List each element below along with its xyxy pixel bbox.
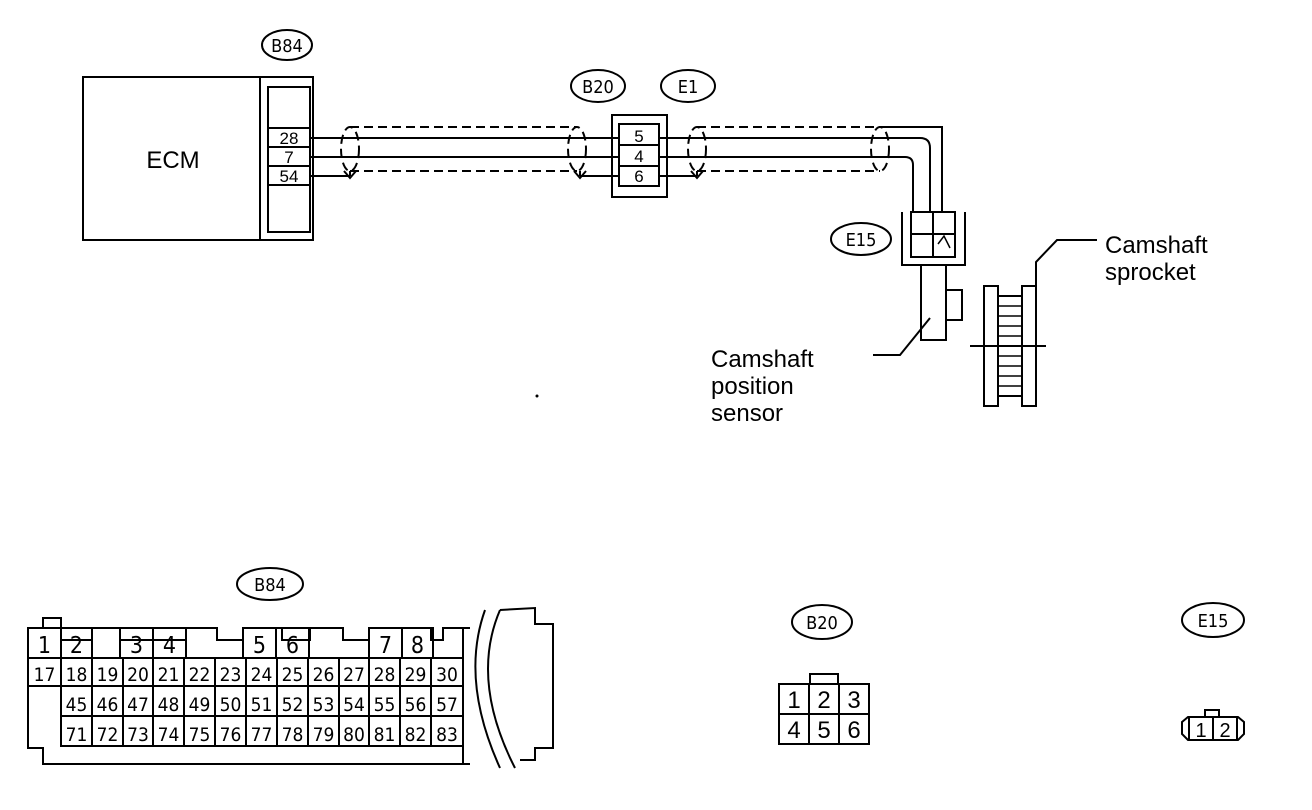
b84-pin-83: 83 (436, 724, 458, 746)
b84-pin-47: 47 (127, 694, 149, 716)
b84-pin-79: 79 (313, 724, 335, 746)
b84-cell-frame (430, 715, 464, 747)
b20-face-pin-5: 5 (817, 717, 830, 744)
b84-pin-74: 74 (158, 724, 180, 746)
b20-face-pin-2: 2 (817, 687, 830, 714)
svg-text:position: position (711, 373, 794, 400)
b84-pin-5: 5 (253, 633, 266, 659)
svg-text:B84: B84 (271, 36, 303, 57)
b84-pin-75: 75 (189, 724, 211, 746)
harness-ecm-b20 (310, 126, 619, 180)
b84-pin-28: 28 (280, 129, 299, 148)
sensor-connector-e15 (901, 211, 966, 266)
b84-pin-22: 22 (189, 664, 211, 686)
b84-pin-71: 71 (66, 724, 88, 746)
face-connector-e15: 1 2 (1181, 709, 1245, 742)
face-tag-b84: B84 (236, 567, 304, 601)
svg-text:B20: B20 (806, 613, 838, 634)
b84-pin-55: 55 (374, 694, 396, 716)
face-tag-e15: E15 (1181, 602, 1245, 638)
b84-pin-78: 78 (282, 724, 304, 746)
b84-pin-25: 25 (282, 664, 304, 686)
svg-text:E15: E15 (846, 230, 877, 251)
b84-pin-19: 19 (97, 664, 119, 686)
b84-pin-82: 82 (405, 724, 427, 746)
b84-pin-21: 21 (158, 664, 180, 686)
label-camshaft-sprocket: Camshaft sprocket (1105, 232, 1208, 286)
b20-face-pin-3: 3 (847, 687, 860, 714)
b84-pin-18: 18 (66, 664, 88, 686)
b84-pin-52: 52 (282, 694, 304, 716)
b84-pin-3: 3 (130, 633, 143, 659)
b84-pin-6: 6 (286, 633, 299, 659)
b84-pin-2: 2 (70, 633, 83, 659)
svg-text:sensor: sensor (711, 400, 783, 427)
b84-pin-7: 7 (284, 148, 293, 167)
b84-pin-7: 7 (379, 633, 392, 659)
connector-tag-b20: B20 (570, 69, 626, 103)
b84-pin-50: 50 (220, 694, 242, 716)
b84-pin-51: 51 (251, 694, 273, 716)
connector-tag-e15: E15 (830, 222, 892, 256)
b84-pin-23: 23 (220, 664, 242, 686)
b84-pin-56: 56 (405, 694, 427, 716)
camshaft-position-sensor (873, 264, 963, 356)
label-camshaft-position-sensor: Camshaft position sensor (711, 346, 814, 427)
b84-pin-49: 49 (189, 694, 211, 716)
svg-text:Camshaft: Camshaft (711, 346, 814, 373)
svg-text:E1: E1 (678, 77, 699, 98)
harness-e1-sensor (659, 126, 943, 212)
b84-pin-17: 17 (34, 664, 56, 686)
b84-pin-57: 57 (436, 694, 458, 716)
b20-pin-5: 5 (634, 127, 643, 146)
svg-text:B20: B20 (582, 77, 614, 98)
b84-pin-53: 53 (313, 694, 335, 716)
b20-face-pin-4: 4 (787, 717, 800, 744)
face-tag-b20: B20 (791, 604, 853, 640)
b84-pin-20: 20 (127, 664, 149, 686)
b20-pin-6: 6 (634, 167, 643, 186)
ecm-unit: ECM (82, 76, 314, 241)
b84-pin-28: 28 (374, 664, 396, 686)
svg-text:sprocket: sprocket (1105, 259, 1196, 286)
b20-face-pin-6: 6 (847, 717, 860, 744)
b84-pin-72: 72 (97, 724, 119, 746)
b84-pin-48: 48 (158, 694, 180, 716)
b84-pin-4: 4 (163, 633, 176, 659)
connector-tag-b84: B84 (261, 29, 313, 61)
b20-pin-4: 4 (634, 147, 643, 166)
ecm-connector-b84: 28 7 54 (267, 86, 311, 233)
b84-pin-30: 30 (436, 664, 458, 686)
b84-pin-29: 29 (405, 664, 427, 686)
b84-pin-24: 24 (251, 664, 273, 686)
b84-pin-73: 73 (127, 724, 149, 746)
b84-pin-26: 26 (313, 664, 335, 686)
b84-pin-80: 80 (343, 724, 365, 746)
b84-pin-81: 81 (374, 724, 396, 746)
face-connector-b20: 1 2 3 4 5 6 (778, 673, 870, 745)
b84-pin-54: 54 (280, 167, 299, 186)
svg-text:Camshaft: Camshaft (1105, 232, 1208, 259)
b84-pin-46: 46 (97, 694, 119, 716)
e15-face-pin-2: 2 (1219, 720, 1230, 742)
stray-dot (535, 394, 539, 398)
b20-face-pin-1: 1 (787, 687, 800, 714)
svg-text:E15: E15 (1198, 611, 1229, 632)
connector-tag-e1: E1 (660, 69, 716, 103)
e15-face-pin-1: 1 (1195, 720, 1206, 742)
ecm-label: ECM (146, 147, 199, 174)
b84-pin-27: 27 (343, 664, 365, 686)
b84-pin-45: 45 (66, 694, 88, 716)
b84-pin-54: 54 (343, 694, 365, 716)
b84-pin-8: 8 (411, 633, 424, 659)
b84-pin-1: 1 (38, 633, 51, 659)
svg-text:B84: B84 (254, 575, 286, 596)
b84-pin-76: 76 (220, 724, 242, 746)
junction-connector-b20-e1: 5 4 6 (611, 114, 668, 198)
b84-pin-77: 77 (251, 724, 273, 746)
camshaft-sprocket (970, 239, 1097, 407)
